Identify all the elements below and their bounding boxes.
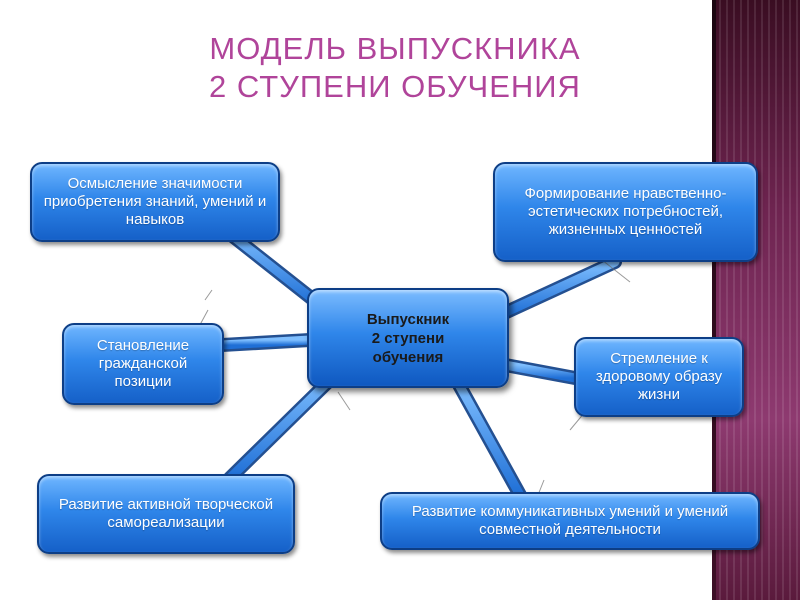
node-top-right: Формирование нравственно-эстетических по… [493, 162, 758, 262]
node-mid-right: Стремление к здоровому образу жизни [574, 337, 744, 417]
node-top-left-text: Осмысление значимости приобретения знани… [43, 175, 267, 228]
node-bottom-right-text: Развитие коммуникативных умений и умений… [411, 503, 729, 538]
node-bottom-left: Развитие активной творческой самореализа… [37, 474, 295, 554]
node-mid-left: Становление гражданской позиции [62, 323, 224, 405]
slide-title: МОДЕЛЬ ВЫПУСКНИКА 2 СТУПЕНИ ОБУЧЕНИЯ [80, 30, 710, 106]
center-node-line-1: Выпускник [366, 310, 450, 328]
center-node-line-3: обучения [372, 348, 444, 366]
node-top-right-text: Формирование нравственно-эстетических по… [524, 185, 727, 238]
node-bottom-right: Развитие коммуникативных умений и умений… [380, 492, 760, 550]
node-top-left: Осмысление значимости приобретения знани… [30, 162, 280, 242]
node-bottom-left-text: Развитие активной творческой самореализа… [58, 496, 274, 531]
title-line-2: 2 СТУПЕНИ ОБУЧЕНИЯ [209, 68, 581, 104]
node-mid-right-text: Стремление к здоровому образу жизни [595, 350, 723, 403]
title-line-1: МОДЕЛЬ ВЫПУСКНИКА [209, 31, 581, 66]
center-node: Выпускник 2 ступени обучения [307, 288, 509, 388]
center-node-line-2: 2 ступени [371, 329, 445, 347]
node-mid-left-text: Становление гражданской позиции [96, 337, 190, 390]
